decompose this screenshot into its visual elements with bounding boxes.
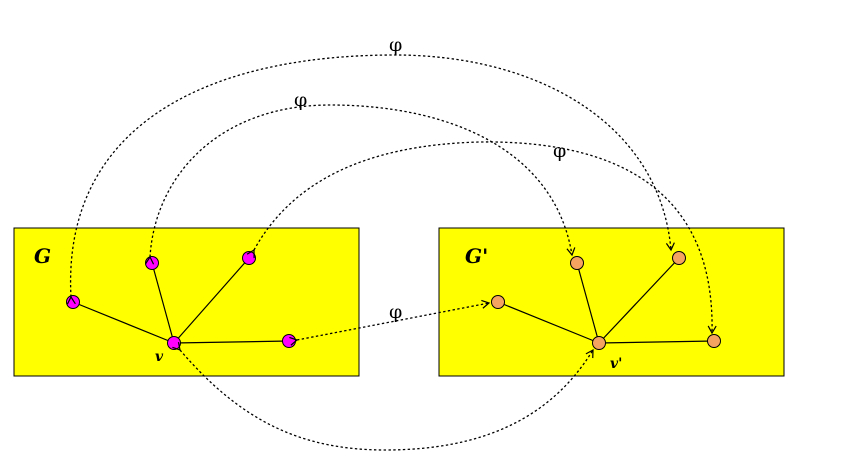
g-node-right bbox=[282, 334, 296, 348]
phi-arrow-straight bbox=[289, 299, 491, 346]
phi-label-outer: φ bbox=[389, 34, 402, 56]
phi-arrow-bottom bbox=[172, 341, 594, 451]
gprime-node-right bbox=[707, 334, 721, 348]
gprime-vertex-label-v: v' bbox=[610, 356, 622, 372]
g-node-left bbox=[66, 295, 80, 309]
gprime-node-upper-right bbox=[672, 251, 686, 265]
phi-arrow-outer bbox=[66, 54, 675, 305]
graph-g-label: G bbox=[34, 244, 51, 268]
mapping-arrows bbox=[66, 54, 717, 451]
graph-gprime: G' v' bbox=[438, 227, 785, 377]
g-node-upper-right bbox=[242, 251, 256, 265]
gprime-node-upper-left bbox=[570, 256, 584, 270]
phi-arrow-inner bbox=[246, 141, 717, 335]
graph-g-box bbox=[13, 227, 360, 377]
graph-gprime-box bbox=[438, 227, 785, 377]
phi-label-straight: φ bbox=[389, 301, 402, 323]
edge-gprime-v-right bbox=[598, 340, 715, 344]
graph-g: G v bbox=[13, 227, 360, 377]
g-vertex-label-v: v bbox=[155, 349, 164, 365]
gprime-node-v bbox=[592, 336, 606, 350]
graph-gprime-label: G' bbox=[465, 244, 488, 268]
g-node-upper-left bbox=[145, 256, 159, 270]
phi-label-middle: φ bbox=[294, 89, 307, 111]
phi-arrow-middle bbox=[145, 104, 576, 265]
gprime-node-left bbox=[491, 295, 505, 309]
g-node-v bbox=[167, 336, 181, 350]
edge-g-v-left bbox=[72, 301, 175, 344]
phi-label-inner: φ bbox=[553, 140, 566, 162]
